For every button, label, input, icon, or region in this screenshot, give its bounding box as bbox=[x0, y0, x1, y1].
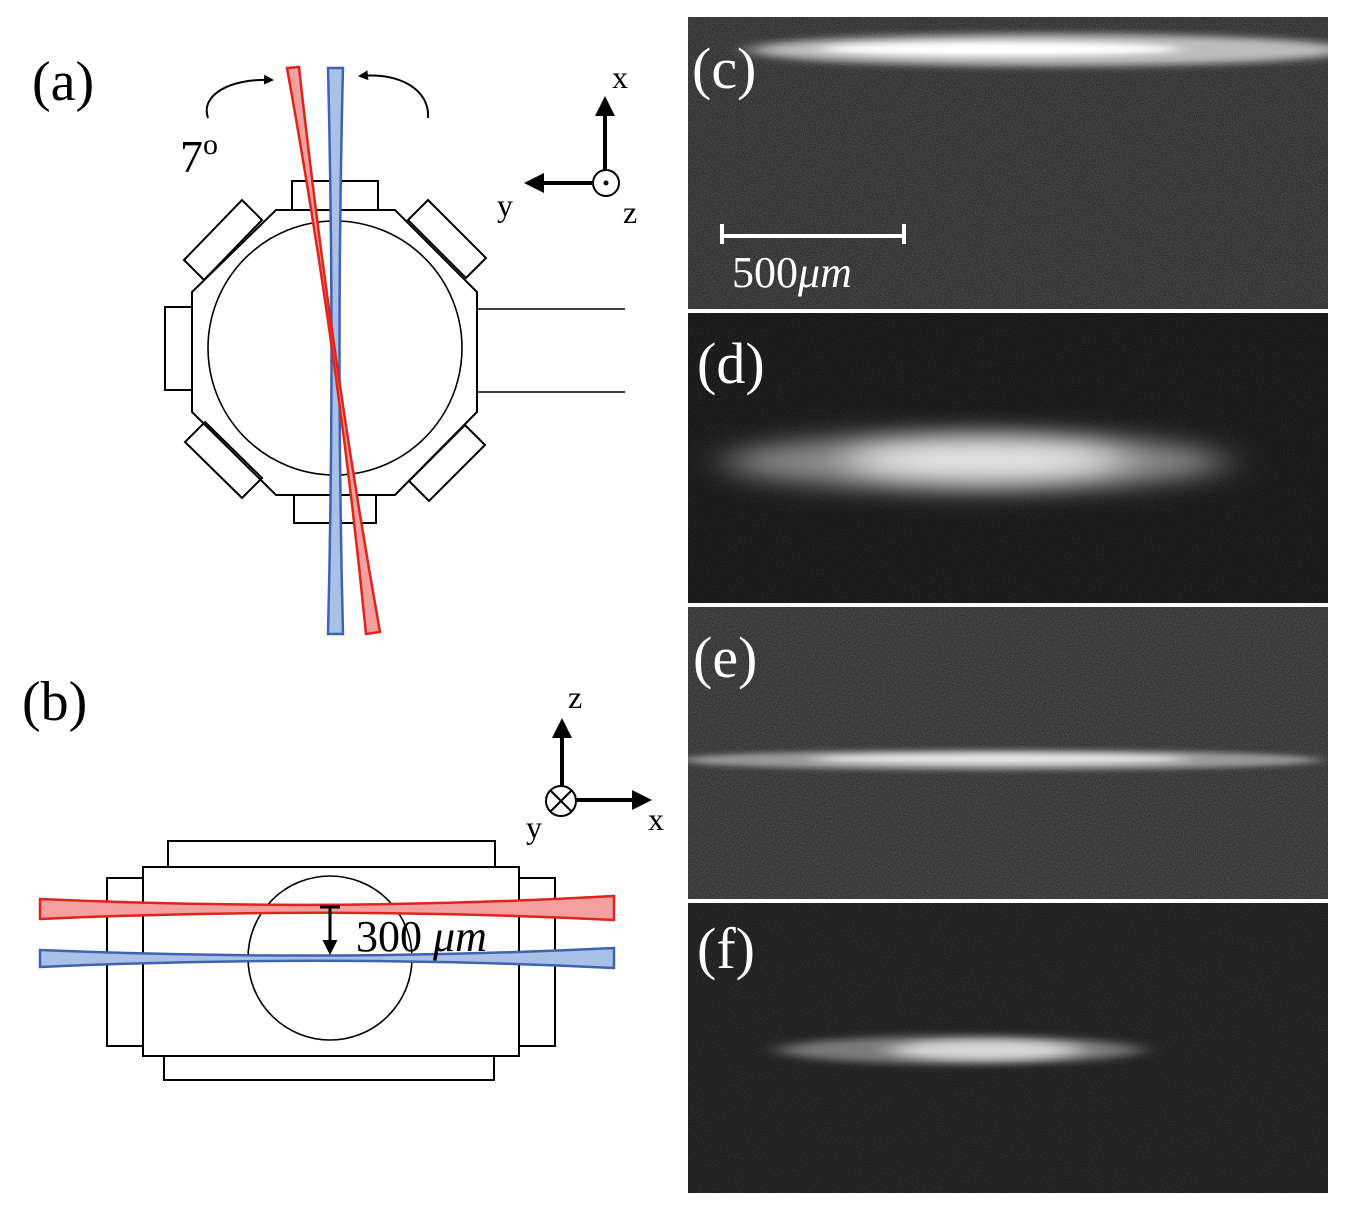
red-beam-a bbox=[285, 65, 382, 636]
image-d-cloud-core bbox=[845, 440, 1125, 480]
panel-e-label: (e) bbox=[693, 625, 757, 690]
panel-f-label: (f) bbox=[697, 916, 755, 981]
scale-bar-label: 500μm bbox=[732, 248, 852, 297]
flange-lower-left bbox=[183, 420, 264, 500]
flange-upper-right bbox=[406, 198, 488, 280]
panel-b: (b) 300 μm z x y bbox=[22, 671, 664, 1081]
axis-b-in-label: y bbox=[526, 809, 542, 845]
axes-b: z x y bbox=[526, 679, 664, 845]
flange-b-top bbox=[167, 840, 496, 868]
axes-a: x y z bbox=[497, 59, 637, 230]
axis-b-up-label: z bbox=[568, 679, 582, 715]
scale-bar: 500μm bbox=[720, 224, 906, 297]
axis-a-up-label: x bbox=[612, 59, 628, 95]
chamber-top-view bbox=[164, 180, 625, 524]
axis-b-right-label: x bbox=[648, 801, 664, 837]
panel-e bbox=[688, 607, 1328, 899]
flange-left bbox=[164, 306, 193, 391]
axis-a-out-dot bbox=[603, 180, 609, 186]
flange-lower-right bbox=[407, 423, 487, 503]
panel-f bbox=[688, 903, 1328, 1193]
panel-d-label: (d) bbox=[697, 331, 765, 396]
panel-b-label: (b) bbox=[22, 671, 87, 733]
image-e-beam-core bbox=[810, 754, 1190, 764]
rotation-arrow-right bbox=[358, 70, 430, 119]
panel-c bbox=[688, 17, 1328, 309]
flange-upper-left bbox=[182, 198, 264, 282]
panel-a-label: (a) bbox=[32, 51, 94, 113]
panel-c-label: (c) bbox=[692, 36, 756, 101]
rotation-arrow-left bbox=[205, 74, 274, 119]
image-c-beam-core bbox=[820, 42, 1180, 56]
offset-label: 300 μm bbox=[356, 912, 487, 961]
panel-d bbox=[688, 313, 1328, 603]
rotation-angle: 7o bbox=[180, 128, 218, 182]
panel-a: (a) 7o x y z bbox=[32, 51, 637, 636]
axis-b-in-cross-2 bbox=[550, 790, 572, 812]
axis-a-out-label: z bbox=[623, 194, 637, 230]
flange-b-bottom bbox=[163, 1055, 495, 1081]
blue-beam-b bbox=[38, 946, 616, 970]
image-f-cloud-core bbox=[890, 1040, 1080, 1060]
axis-a-left-label: y bbox=[497, 187, 513, 223]
